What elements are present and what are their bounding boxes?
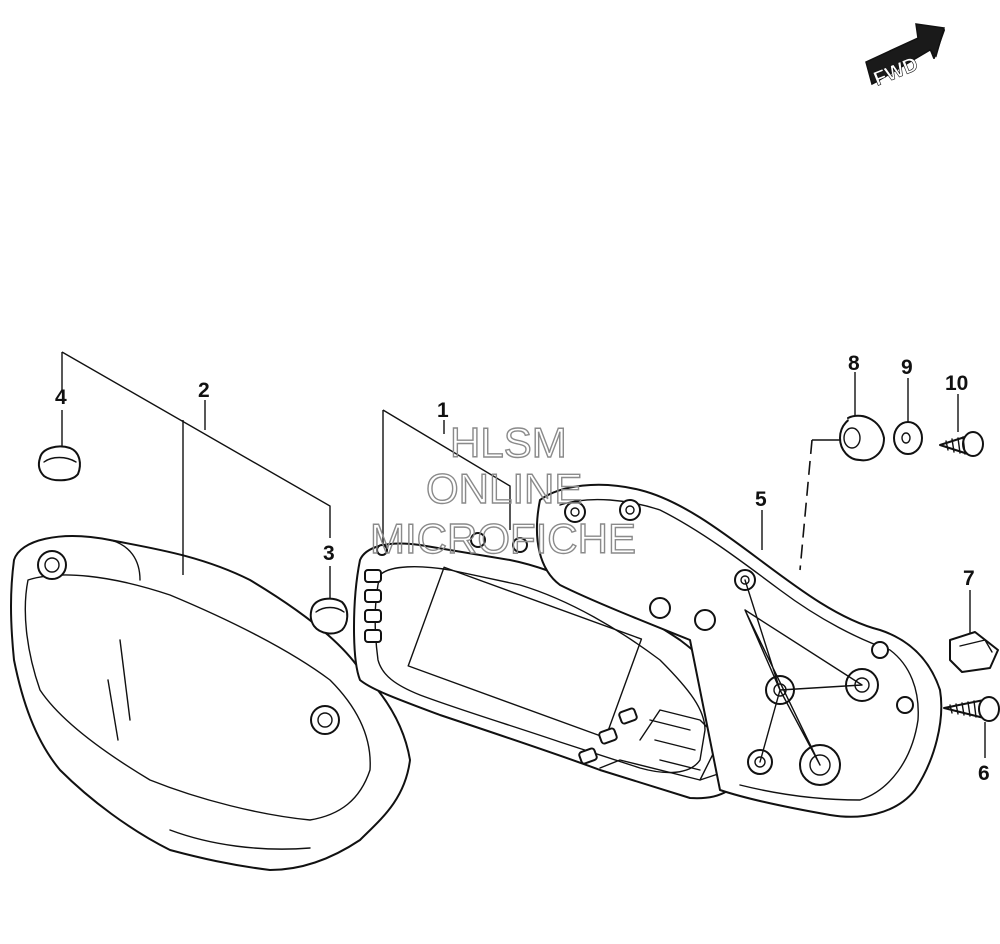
part-9-washer	[893, 421, 923, 455]
callout-9: 9	[901, 356, 913, 379]
part-8-grommet	[839, 414, 885, 462]
watermark-line-3: MICROFICHE	[370, 515, 636, 562]
part-4-cap	[37, 445, 81, 482]
part-5-lower-case	[536, 483, 943, 818]
callout-numbers: 1 2 3 4 5 6 7 8 9 10	[55, 352, 990, 785]
part-7-clip-nut	[949, 631, 999, 673]
part-10-screw	[939, 431, 984, 457]
callout-10: 10	[945, 372, 968, 395]
callout-3: 3	[323, 542, 335, 565]
part-6-screw	[943, 696, 1000, 722]
callout-8: 8	[848, 352, 860, 375]
part-3-cap	[309, 597, 349, 635]
callout-6: 6	[978, 762, 990, 785]
watermark: HLSM ONLINE MICROFICHE	[369, 418, 636, 562]
part-1-meter-assembly	[353, 532, 749, 800]
part-2-meter-cover	[10, 535, 411, 871]
callout-7: 7	[963, 567, 975, 590]
leader-lines	[61, 351, 986, 758]
fwd-direction-badge: FWD	[865, 23, 945, 91]
callout-2: 2	[198, 379, 210, 402]
watermark-line-1: HLSM	[450, 419, 567, 466]
callout-4: 4	[55, 386, 67, 409]
callout-1: 1	[437, 399, 449, 422]
forward-arrow-icon	[865, 23, 945, 86]
watermark-line-2: ONLINE	[426, 465, 582, 512]
callout-5: 5	[755, 488, 767, 511]
